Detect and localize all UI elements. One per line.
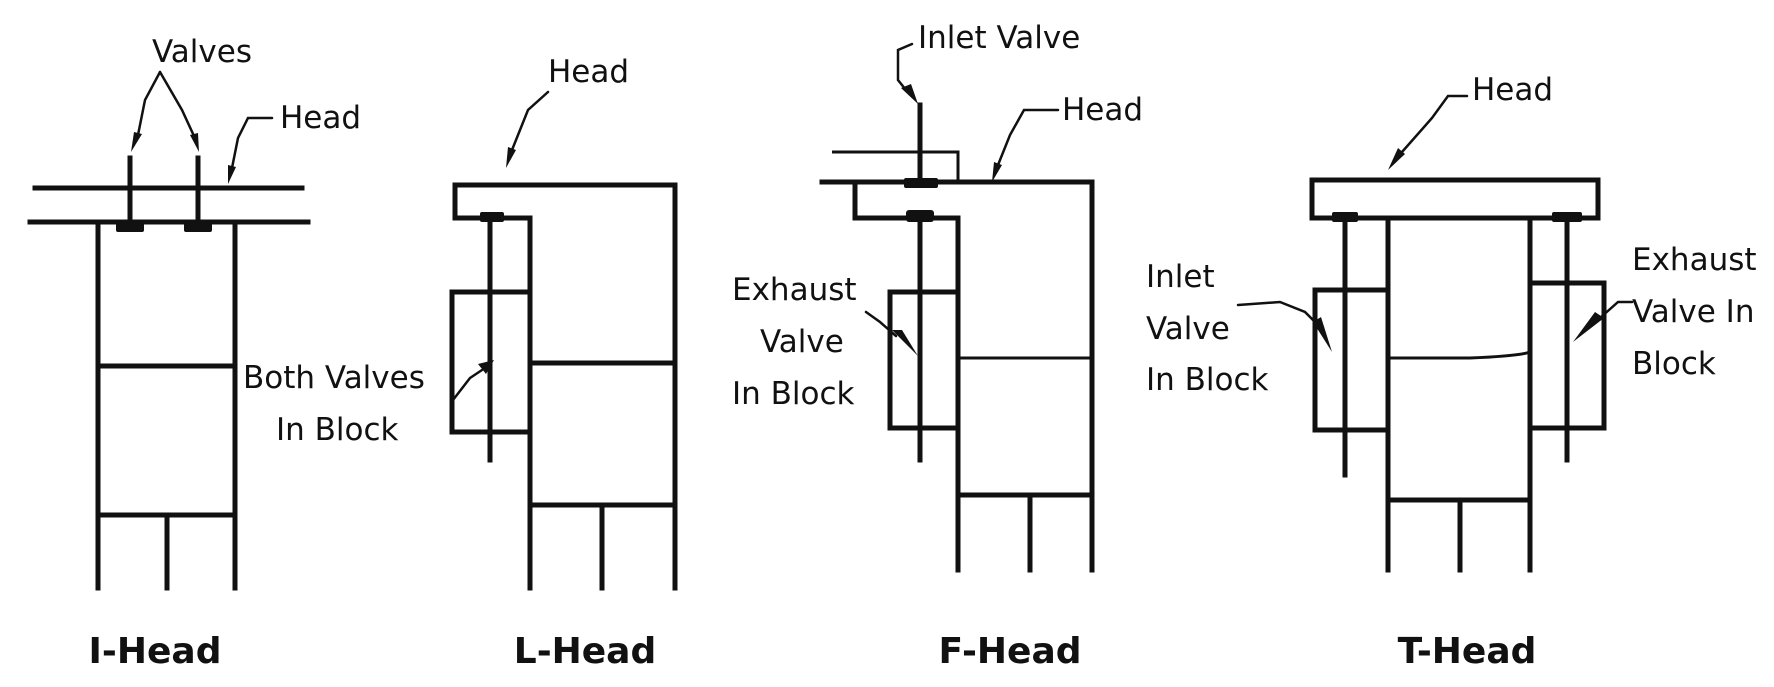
t-head-exhaust-chamber (1527, 280, 1607, 431)
l-head-title: L-Head (514, 631, 657, 672)
l-head-valves-leader (451, 368, 484, 402)
i-head-valves-label: Valves (152, 34, 252, 70)
f-head-diagram: Inlet Valve Head Exhaust Valve In Block … (732, 20, 1143, 672)
f-head-exhaust-label-line3: In Block (732, 376, 855, 412)
f-head-head-arrow-icon (992, 162, 1002, 182)
l-head-diagram: Head Both Valves In Block L-Head (243, 54, 678, 672)
f-head-exhaust-valve-icon (906, 210, 934, 222)
t-head-head-arrow-icon (1388, 148, 1405, 170)
t-head-exhaust-valve-icon (1552, 212, 1582, 222)
t-head-inlet-label-line1: Inlet (1146, 259, 1215, 295)
t-head-inlet-arrow-icon (1313, 317, 1332, 352)
i-head-diagram: Valves Head I-Head (27, 34, 361, 672)
t-head-inlet-label-line3: In Block (1146, 362, 1269, 398)
t-head-inlet-chamber (1312, 287, 1391, 433)
i-head-valves-leader-right (158, 70, 196, 138)
f-head-exhaust-leader (864, 310, 898, 338)
l-head-both-valves-label-line2: In Block (276, 412, 399, 448)
f-head-inlet-arrow-icon (901, 84, 918, 104)
i-head-head-leader (230, 116, 274, 170)
f-head-head-leader (996, 108, 1060, 167)
i-head-valve-left-icon (116, 222, 144, 232)
i-head-valves-arrow-right-icon (190, 133, 199, 152)
t-head-diagram: Head Inlet Valve In Block Exhaust Valve … (1146, 72, 1757, 672)
t-head-exhaust-arrow-icon (1573, 312, 1604, 342)
f-head-inlet-valve-label: Inlet Valve (918, 20, 1080, 56)
f-head-inlet-leader (896, 42, 914, 92)
l-head-head-label: Head (548, 54, 629, 90)
f-head-exhaust-arrow-icon (892, 330, 918, 356)
t-head-head (1309, 177, 1601, 221)
i-head-valves-arrow-left-icon (131, 132, 142, 152)
f-head-exhaust-label-line2: Valve (760, 324, 844, 360)
l-head-head (452, 182, 678, 221)
l-head-both-valves-label-line1: Both Valves (243, 360, 425, 396)
t-head-inlet-valve-icon (1332, 212, 1358, 222)
f-head-valve-chamber (887, 289, 961, 431)
f-head-exhaust-label-line1: Exhaust (732, 272, 857, 308)
l-head-head-leader (510, 90, 550, 152)
t-head-inlet-label-line2: Valve (1146, 311, 1230, 347)
f-head-head-label: Head (1062, 92, 1143, 128)
i-head-title: I-Head (89, 631, 222, 672)
l-head-head-arrow-icon (506, 147, 516, 168)
i-head-head-arrow-icon (228, 165, 236, 184)
l-head-valves-arrow-icon (478, 360, 494, 374)
t-head-title: T-Head (1398, 631, 1537, 672)
t-head-exhaust-label-line1: Exhaust (1632, 242, 1757, 278)
t-head-exhaust-label-line3: Block (1632, 346, 1716, 382)
f-head-title: F-Head (938, 631, 1081, 672)
f-head-inlet-housing (832, 150, 960, 182)
i-head-valve-right-icon (184, 222, 212, 232)
i-head-valves-leader-left (136, 70, 162, 137)
t-head-inlet-leader (1236, 300, 1320, 327)
t-head-exhaust-leader (1598, 300, 1634, 320)
t-head-exhaust-label-line2: Valve In (1632, 294, 1754, 330)
i-head-head-label: Head (280, 100, 361, 136)
t-head-piston-top (1388, 350, 1531, 360)
t-head-head-label: Head (1472, 72, 1553, 108)
f-head-head (819, 179, 1095, 573)
t-head-head-leader (1400, 94, 1469, 154)
l-head-valve-icon (480, 212, 504, 222)
